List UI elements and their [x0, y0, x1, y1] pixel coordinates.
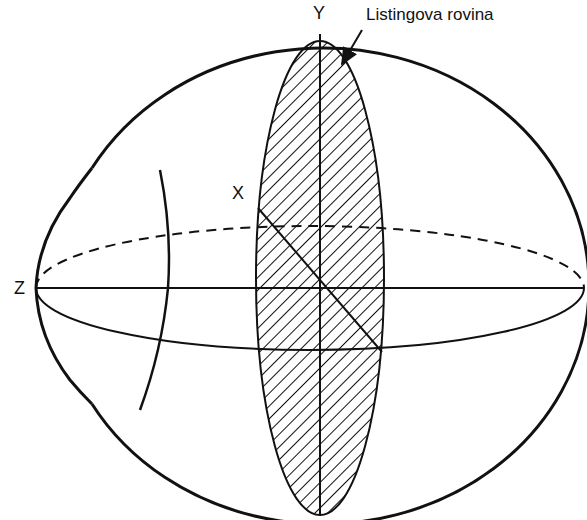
leader-arrow [342, 30, 362, 64]
x-axis [258, 208, 382, 352]
equator-back [36, 226, 584, 288]
cornea-outline [36, 168, 92, 404]
axis-label: Z [14, 279, 25, 297]
limbus-line [140, 170, 169, 410]
plane-label: Listingova rovina [366, 6, 494, 23]
y-axis [319, 34, 321, 516]
eyeball-outline [92, 48, 587, 520]
axis-label: X [232, 184, 244, 202]
equator-front [36, 288, 584, 350]
axis-label: Y [313, 4, 325, 22]
z-axis [36, 287, 584, 289]
